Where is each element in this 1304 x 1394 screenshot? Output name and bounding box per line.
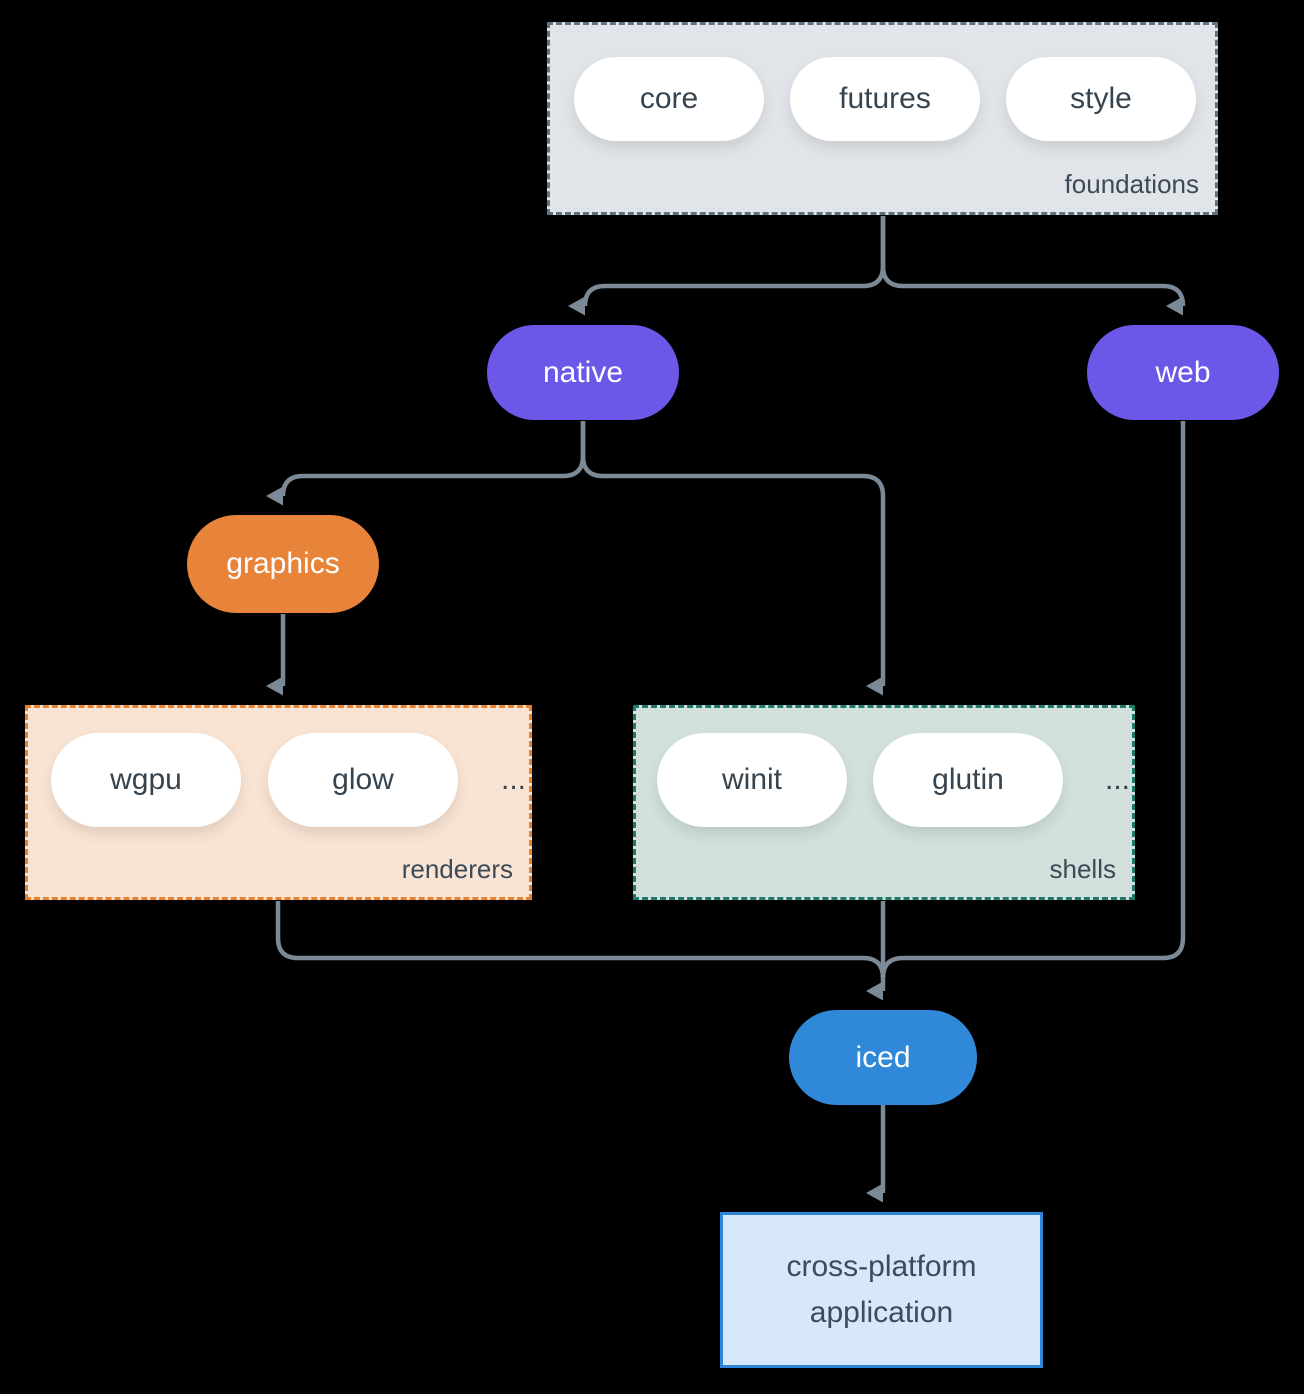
renderers-label: renderers [401, 854, 513, 884]
connector-renderers-to-merge [275, 901, 886, 979]
node-iced: iced [789, 1010, 977, 1105]
pill-glow: glow [268, 733, 458, 827]
pill-style: style [1006, 57, 1196, 141]
connector-web-to-merge [880, 421, 1186, 979]
renderers-ellipsis: ... [501, 763, 527, 796]
foundations-pill-row: core futures style [574, 57, 1196, 141]
shells-ellipsis: ... [1105, 763, 1131, 796]
shells-pill-row: winit glutin ... [657, 733, 1130, 827]
node-web: web [1087, 325, 1279, 420]
pill-glutin: glutin [873, 733, 1063, 827]
arrow-native-to-graphics [265, 421, 586, 506]
pill-futures: futures [790, 57, 980, 141]
node-application: cross-platform application [720, 1212, 1043, 1368]
application-label-line1: cross-platform [786, 1250, 977, 1283]
group-foundations: core futures style foundations [547, 22, 1218, 215]
shells-label: shells [1049, 854, 1116, 884]
pill-winit: winit [657, 733, 847, 827]
arrow-native-to-shells [580, 421, 886, 696]
pill-core: core [574, 57, 764, 141]
foundations-label: foundations [1064, 169, 1199, 199]
renderers-pill-row: wgpu glow ... [51, 733, 526, 827]
group-shells: winit glutin ... shells [633, 705, 1135, 900]
arrow-foundations-to-native [567, 216, 886, 316]
node-native: native [487, 325, 679, 420]
group-renderers: wgpu glow ... renderers [25, 705, 532, 900]
pill-wgpu: wgpu [51, 733, 241, 827]
arrow-foundations-to-web [880, 216, 1186, 316]
node-graphics: graphics [187, 515, 379, 613]
application-label-line2: application [809, 1296, 954, 1329]
